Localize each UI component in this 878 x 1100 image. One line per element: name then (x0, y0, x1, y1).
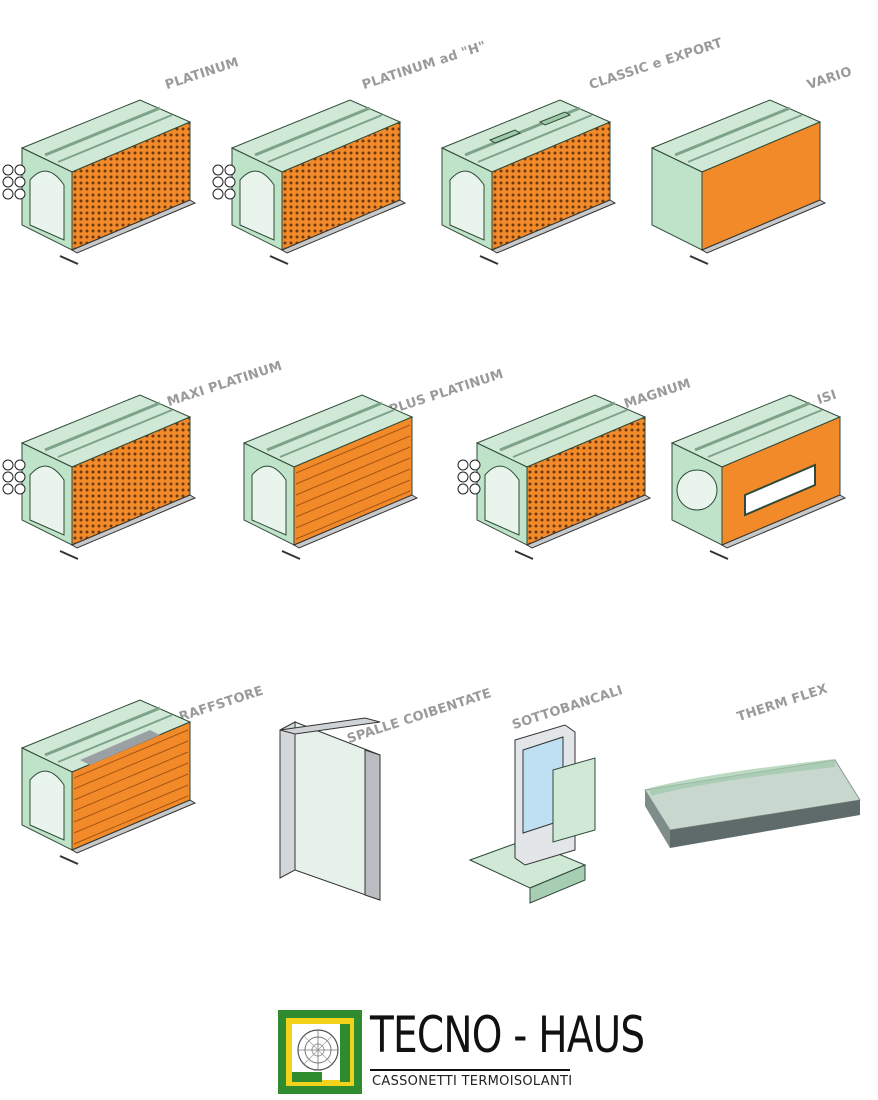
product-therm-flex: THERM FLEX (635, 660, 865, 960)
product-maxi-platinum: MAXI PLATINUM (0, 355, 284, 655)
cassonetto-illustration (650, 99, 827, 265)
product-plus-platinum: PLUS PLATINUM (222, 355, 506, 655)
cassonetto-illustration (644, 759, 861, 848)
product-vario: VARIO (630, 60, 860, 360)
brand-logo: TECNO - HAUS CASSONETTI TERMOISOLANTI (278, 1008, 645, 1096)
cassonetto-emblem-icon (278, 1010, 362, 1094)
brand-title: TECNO - HAUS (370, 1006, 645, 1064)
product-raffstore: RAFFSTORE (0, 660, 266, 960)
cassonetto-illustration (440, 99, 617, 265)
cassonetto-illustration (2, 394, 197, 560)
product-classic-export: CLASSIC e EXPORT (420, 36, 724, 360)
cassonetto-illustration (242, 394, 419, 560)
product-magnum: MAGNUM (455, 355, 693, 655)
cassonetto-illustration (457, 394, 652, 560)
brand-divider (370, 1069, 570, 1071)
product-sottobancali: SOTTOBANCALI (455, 660, 685, 960)
product-isi: ISI (650, 355, 878, 655)
cassonetto-illustration (279, 717, 381, 901)
cassonetto-illustration (20, 699, 197, 865)
product-platinum: PLATINUM (0, 55, 241, 360)
cassonetto-illustration (212, 99, 407, 265)
product-platinum-h: PLATINUM ad "H" (210, 39, 488, 360)
brand-logo-mark (278, 1010, 362, 1094)
product-spalle-coibentate: SPALLE COIBENTATE (255, 660, 494, 960)
cassonetto-illustration (670, 394, 847, 560)
cassonetto-illustration (2, 99, 197, 265)
brand-subtitle: CASSONETTI TERMOISOLANTI (372, 1074, 573, 1089)
cassonetto-illustration (468, 724, 596, 904)
